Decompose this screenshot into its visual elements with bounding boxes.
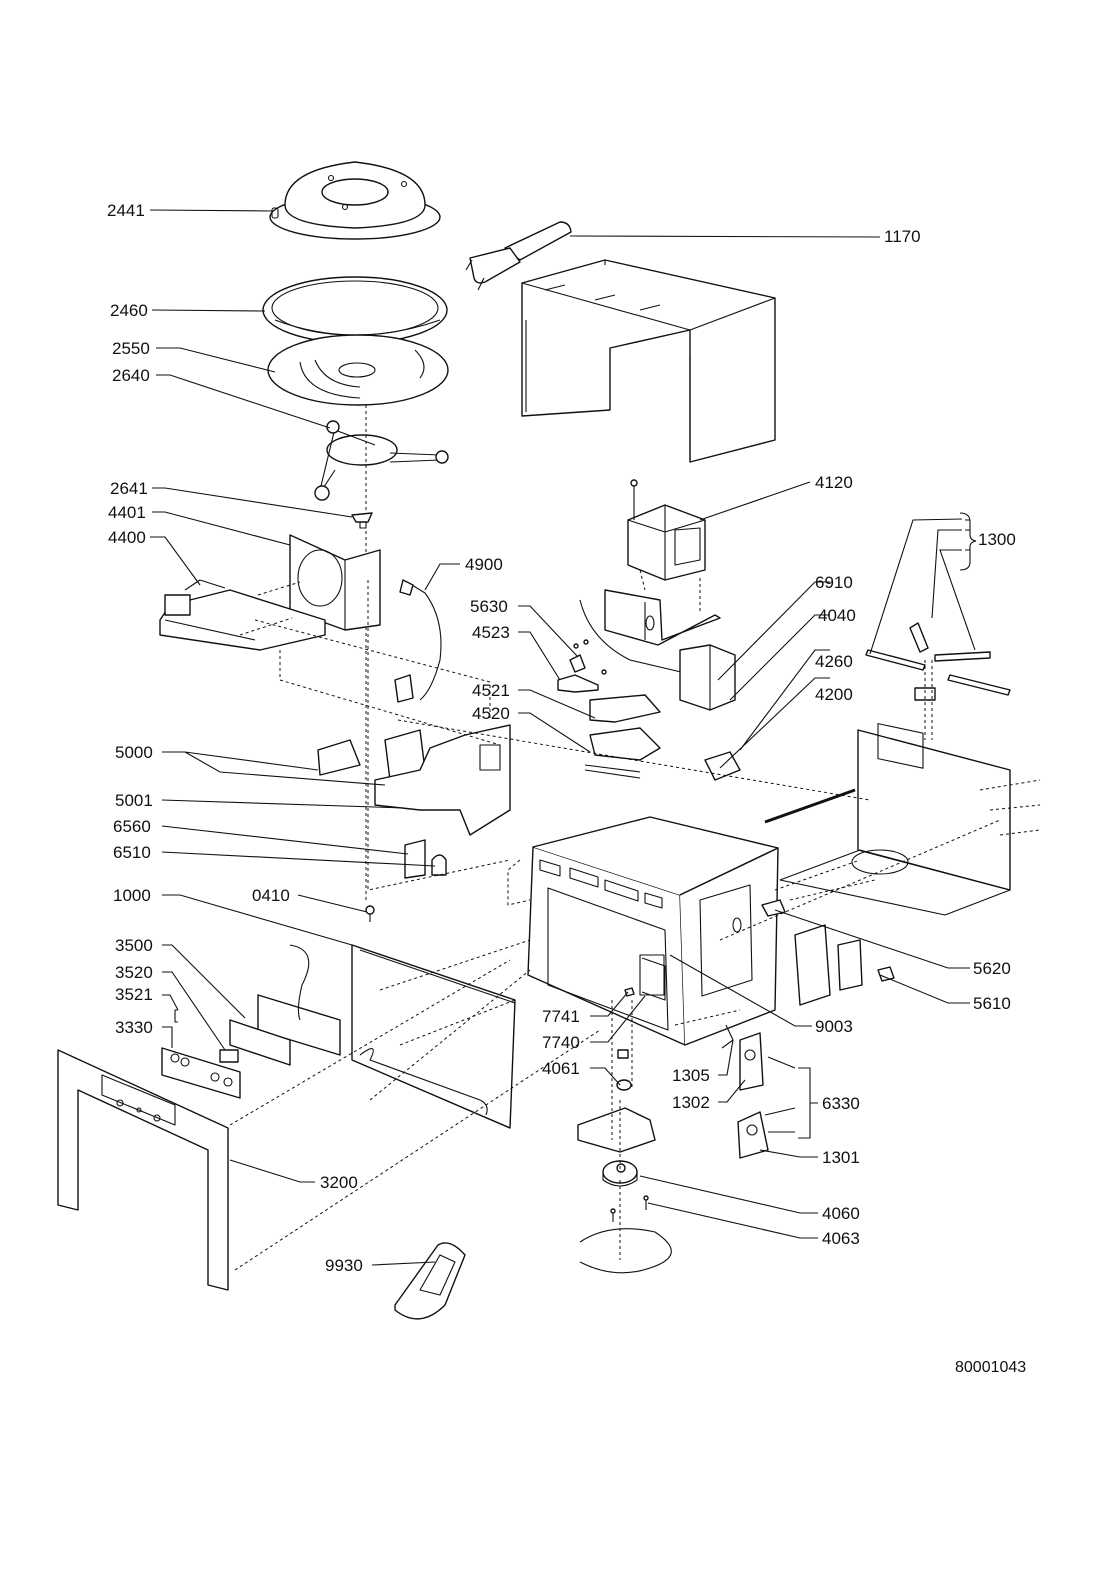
label-1302[interactable]: 1302 — [672, 1093, 710, 1112]
part-2550-drawing[interactable] — [267, 334, 449, 406]
label-1301[interactable]: 1301 — [822, 1148, 860, 1167]
label-4521[interactable]: 4521 — [472, 681, 510, 700]
label-4200[interactable]: 4200 — [815, 685, 853, 704]
label-5630[interactable]: 5630 — [470, 597, 508, 616]
label-4063[interactable]: 4063 — [822, 1229, 860, 1248]
label-4520[interactable]: 4520 — [472, 704, 510, 723]
part-2441-drawing[interactable] — [269, 161, 441, 240]
label-4060[interactable]: 4060 — [822, 1204, 860, 1223]
part-9003-drawing[interactable] — [527, 816, 779, 1046]
part-4040-drawing[interactable] — [679, 644, 736, 711]
label-6330[interactable]: 6330 — [822, 1094, 860, 1113]
part-1000-drawing[interactable] — [351, 944, 516, 1129]
part-1302-drawing[interactable] — [739, 1032, 764, 1091]
part-2641-drawing[interactable] — [351, 512, 373, 529]
label-5620[interactable]: 5620 — [973, 959, 1011, 978]
label-1305[interactable]: 1305 — [672, 1066, 710, 1085]
part-4520-drawing[interactable] — [584, 727, 661, 779]
part-3330-drawing[interactable] — [161, 1047, 241, 1099]
rear-panel-drawing — [764, 723, 1011, 916]
part-4063-drawing[interactable] — [610, 1195, 649, 1222]
label-4260[interactable]: 4260 — [815, 652, 853, 671]
assembly-guide-lines — [229, 569, 1041, 1271]
label-4400[interactable]: 4400 — [108, 528, 146, 547]
part-4061-drawing[interactable] — [616, 1049, 632, 1091]
part-1300-drawing[interactable] — [865, 622, 1011, 701]
part-2640-drawing[interactable] — [314, 420, 449, 501]
part-4900-drawing[interactable] — [394, 579, 442, 703]
part-1170-drawing[interactable] — [465, 221, 572, 291]
part-3521-drawing[interactable] — [174, 1009, 178, 1023]
label-2640[interactable]: 2640 — [112, 366, 150, 385]
label-4040[interactable]: 4040 — [818, 606, 856, 625]
air-duct-drawing — [794, 924, 863, 1006]
label-5001[interactable]: 5001 — [115, 791, 153, 810]
part-5000-drawing[interactable] — [317, 729, 426, 781]
label-4523[interactable]: 4523 — [472, 623, 510, 642]
label-7741[interactable]: 7741 — [542, 1007, 580, 1026]
label-4061[interactable]: 4061 — [542, 1059, 580, 1078]
label-1000[interactable]: 1000 — [113, 886, 151, 905]
part-7740-drawing[interactable] — [641, 957, 666, 1001]
label-3521[interactable]: 3521 — [115, 985, 153, 1004]
label-6560[interactable]: 6560 — [113, 817, 151, 836]
outer-casing-drawing — [521, 259, 776, 463]
label-6510[interactable]: 6510 — [113, 843, 151, 862]
part-labels: 2441 1170 2460 2550 2640 2641 4401 4400 … — [107, 201, 1026, 1376]
turntable-motor-cover-drawing — [577, 1107, 656, 1153]
label-2460[interactable]: 2460 — [110, 301, 148, 320]
label-4900[interactable]: 4900 — [465, 555, 503, 574]
part-0410-drawing[interactable] — [365, 905, 375, 922]
part-1301-drawing[interactable] — [737, 1111, 769, 1159]
label-5000[interactable]: 5000 — [115, 743, 153, 762]
part-6510-drawing[interactable] — [431, 854, 447, 876]
drawing-number: 80001043 — [955, 1359, 1026, 1376]
label-3520[interactable]: 3520 — [115, 963, 153, 982]
part-2460-drawing[interactable] — [262, 276, 448, 344]
label-3500[interactable]: 3500 — [115, 936, 153, 955]
label-4120[interactable]: 4120 — [815, 473, 853, 492]
label-2441[interactable]: 2441 — [107, 201, 145, 220]
label-7740[interactable]: 7740 — [542, 1033, 580, 1052]
part-5610-drawing[interactable] — [877, 966, 895, 982]
label-2550[interactable]: 2550 — [112, 339, 150, 358]
label-3330[interactable]: 3330 — [115, 1018, 153, 1037]
part-4120-drawing[interactable] — [627, 479, 706, 581]
label-2641[interactable]: 2641 — [110, 479, 148, 498]
label-1300[interactable]: 1300 — [978, 530, 1016, 549]
part-4523-drawing[interactable] — [557, 639, 607, 693]
label-9930[interactable]: 9930 — [325, 1256, 363, 1275]
part-3200-drawing[interactable] — [57, 1049, 229, 1291]
part-6560-drawing[interactable] — [404, 839, 426, 879]
base-plate-drawing — [579, 1228, 672, 1274]
leader-lines — [149, 209, 976, 1266]
part-3500-drawing[interactable] — [229, 944, 341, 1066]
part-5001-drawing[interactable] — [374, 724, 511, 836]
label-5610[interactable]: 5610 — [973, 994, 1011, 1013]
part-3520-drawing[interactable] — [219, 1049, 239, 1063]
part-4521-drawing[interactable] — [589, 694, 661, 723]
label-6910[interactable]: 6910 — [815, 573, 853, 592]
label-4401[interactable]: 4401 — [108, 503, 146, 522]
part-9930-drawing[interactable] — [394, 1242, 466, 1320]
part-4400-drawing[interactable] — [159, 579, 326, 651]
label-3200[interactable]: 3200 — [320, 1173, 358, 1192]
label-0410[interactable]: 0410 — [252, 886, 290, 905]
part-6910-drawing[interactable] — [579, 589, 721, 681]
bracket-1300 — [959, 512, 977, 571]
label-1170[interactable]: 1170 — [884, 227, 921, 246]
label-9003[interactable]: 9003 — [815, 1017, 853, 1036]
